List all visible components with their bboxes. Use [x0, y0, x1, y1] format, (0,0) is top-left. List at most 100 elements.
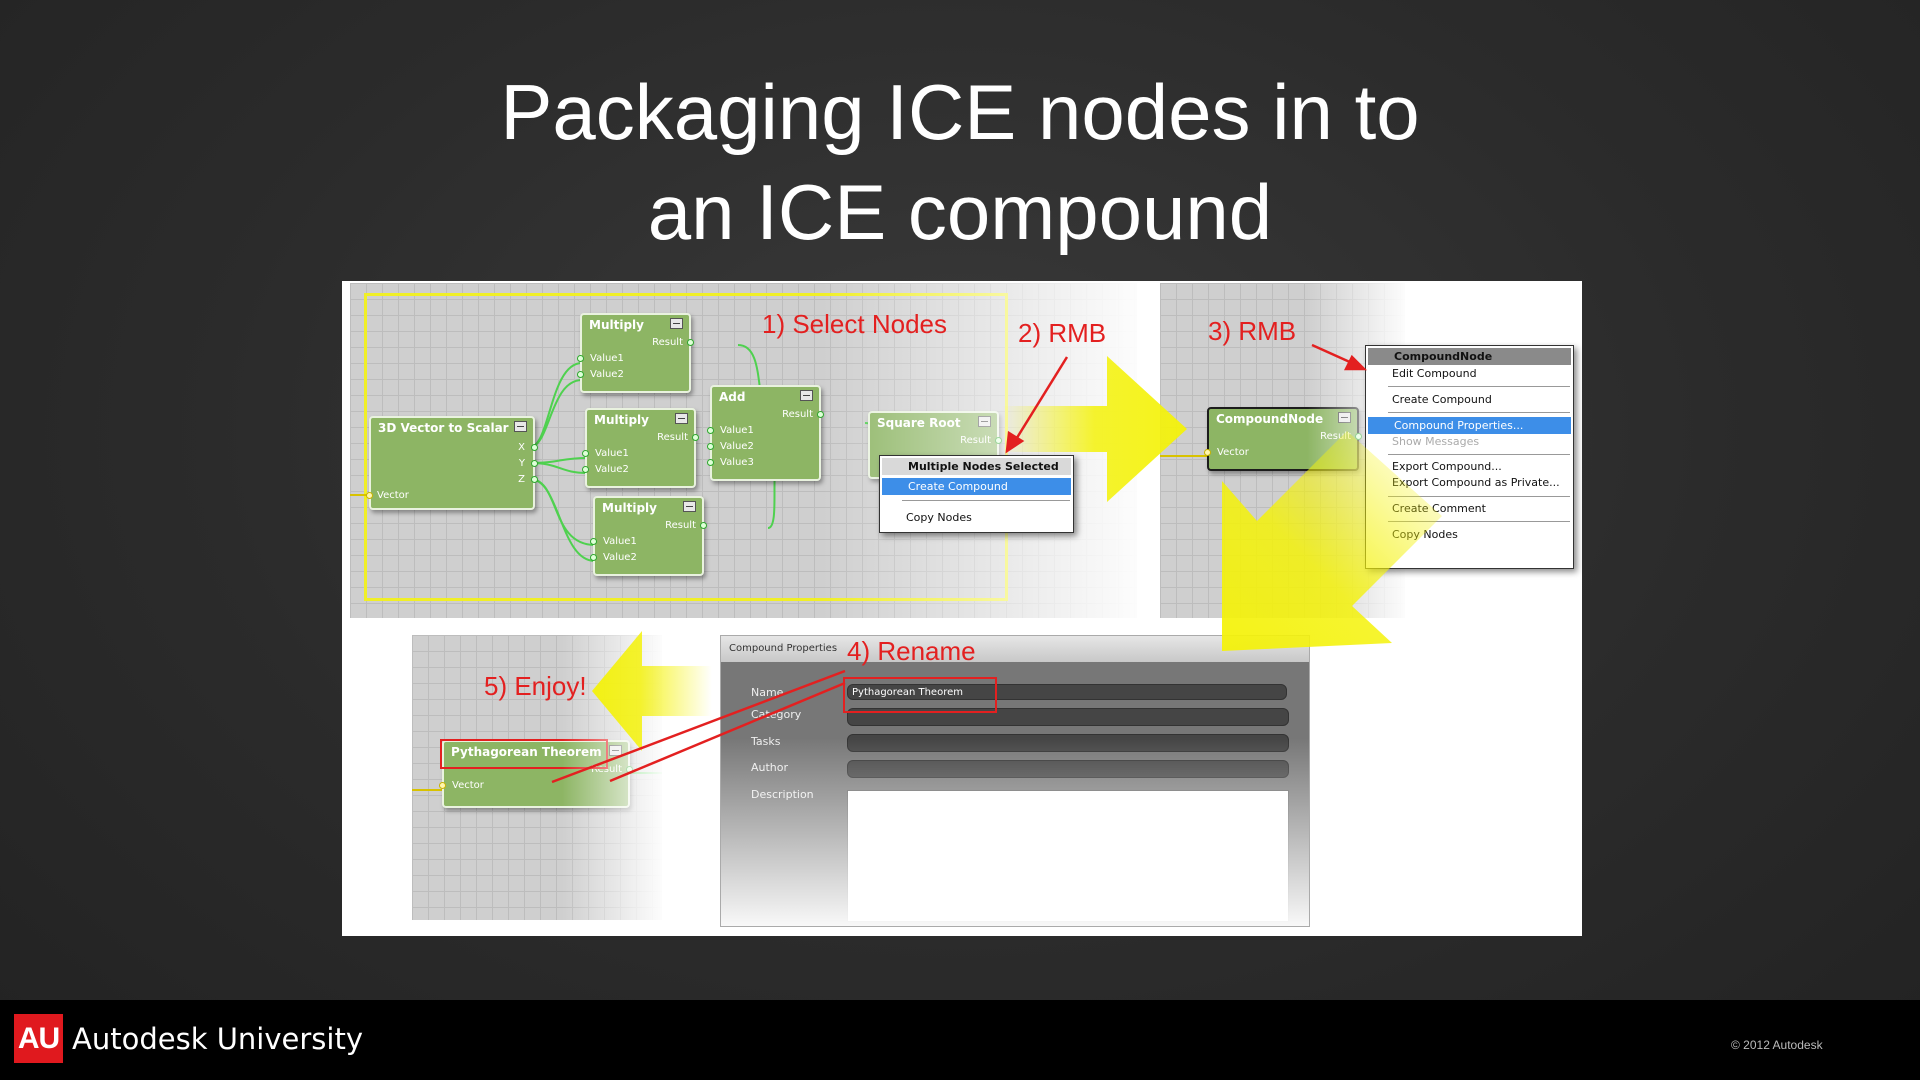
name-field-value: Pythagorean Theorem	[852, 687, 963, 698]
node-title: Multiply	[589, 318, 644, 332]
context-menu-compound: CompoundNode Edit Compound Create Compou…	[1365, 345, 1574, 569]
port-vector-pin[interactable]	[366, 492, 373, 499]
menu-separator	[1388, 521, 1570, 522]
step2-label: 2) RMB	[1018, 318, 1107, 348]
pin-value2[interactable]	[590, 554, 597, 561]
port-result: Result	[657, 432, 688, 443]
label-tasks: Tasks	[751, 735, 781, 748]
node-title: CompoundNode	[1216, 412, 1324, 426]
label-author: Author	[751, 761, 789, 774]
slide-title-line1: Packaging ICE nodes in to	[500, 68, 1420, 156]
node-collapse-icon[interactable]	[514, 421, 527, 432]
screenshot-panel: 3D Vector to Scalar X Y Z Vector Multipl…	[342, 281, 1582, 936]
menu-item-compound-properties[interactable]: Compound Properties...	[1368, 417, 1571, 434]
context-menu-multiple-nodes: Multiple Nodes Selected Create Compound …	[879, 455, 1074, 533]
port-y-pin[interactable]	[531, 460, 538, 467]
pin-result[interactable]	[700, 522, 707, 529]
node-title: Multiply	[602, 501, 657, 515]
step1-label: 1) Select Nodes	[762, 309, 947, 339]
node-title: Multiply	[594, 413, 649, 427]
node-title: Square Root	[877, 416, 961, 430]
port-value2: Value2	[590, 369, 624, 380]
menu-item-copy-nodes[interactable]: Copy Nodes	[906, 511, 972, 524]
pin-result[interactable]	[817, 411, 824, 418]
port-z-pin[interactable]	[531, 476, 538, 483]
port-value1: Value1	[595, 448, 629, 459]
step4-label: 4) Rename	[847, 636, 976, 666]
pin-value1[interactable]	[582, 450, 589, 457]
port-vector: Vector	[377, 490, 409, 501]
pin-value2[interactable]	[707, 443, 714, 450]
menu-separator	[1388, 412, 1570, 413]
port-value1: Value1	[720, 425, 754, 436]
node-collapse-icon[interactable]	[683, 501, 696, 512]
node-multiply-1[interactable]: Multiply Result Value1 Value2	[577, 313, 694, 393]
compound-properties-dialog: Compound Properties Name Category Tasks …	[720, 635, 1310, 927]
menu-item-create-compound[interactable]: Create Compound	[882, 478, 1071, 495]
menu-separator	[1388, 386, 1570, 387]
port-value1: Value1	[590, 353, 624, 364]
menu-item-export-compound[interactable]: Export Compound...	[1392, 460, 1502, 473]
node-3d-vector-to-scalar[interactable]: 3D Vector to Scalar X Y Z Vector	[366, 416, 538, 510]
menu-item-create-comment[interactable]: Create Comment	[1392, 502, 1486, 515]
pin-result[interactable]	[692, 434, 699, 441]
rename-highlight-final	[440, 739, 608, 769]
port-vector: Vector	[1217, 447, 1249, 458]
port-result: Result	[960, 435, 991, 446]
port-value1: Value1	[603, 536, 637, 547]
au-logo: AU	[14, 1014, 63, 1063]
pin-value2[interactable]	[582, 466, 589, 473]
slide-title: Packaging ICE nodes in to an ICE compoun…	[0, 62, 1920, 262]
port-result: Result	[665, 520, 696, 531]
port-x-pin[interactable]	[531, 444, 538, 451]
node-title: Add	[719, 390, 746, 404]
pin-value2[interactable]	[577, 371, 584, 378]
description-field[interactable]	[847, 790, 1289, 922]
menu-item-show-messages[interactable]: Show Messages	[1392, 435, 1480, 448]
menu-item-export-compound-private[interactable]: Export Compound as Private...	[1392, 476, 1560, 489]
node-compound[interactable]: CompoundNode Result Vector	[1204, 407, 1362, 471]
pin-vector[interactable]	[439, 782, 446, 789]
menu-header: CompoundNode	[1368, 348, 1571, 365]
menu-item-create-compound[interactable]: Create Compound	[1392, 393, 1492, 406]
port-result: Result	[782, 409, 813, 420]
port-x: X	[518, 442, 525, 453]
node-collapse-icon[interactable]	[978, 416, 991, 427]
rename-highlight-dialog	[843, 677, 997, 713]
pin-result[interactable]	[626, 766, 633, 773]
node-collapse-icon[interactable]	[670, 318, 683, 329]
node-collapse-icon[interactable]	[609, 745, 622, 756]
port-value2: Value2	[720, 441, 754, 452]
label-category: Category	[751, 708, 802, 721]
pin-value1[interactable]	[577, 355, 584, 362]
pin-result[interactable]	[1355, 433, 1362, 440]
node-collapse-icon[interactable]	[800, 390, 813, 401]
menu-item-edit-compound[interactable]: Edit Compound	[1392, 367, 1477, 380]
node-multiply-2[interactable]: Multiply Result Value1 Value2	[582, 408, 699, 488]
copyright: © 2012 Autodesk	[1731, 1038, 1823, 1052]
node-add[interactable]: Add Result Value1 Value2 Value3	[707, 385, 824, 481]
step3-label: 3) RMB	[1208, 316, 1297, 346]
step5-label: 5) Enjoy!	[484, 671, 587, 701]
pin-value1[interactable]	[707, 427, 714, 434]
dialog-title: Compound Properties	[721, 636, 1309, 662]
port-value2: Value2	[603, 552, 637, 563]
node-multiply-3[interactable]: Multiply Result Value1 Value2	[590, 496, 707, 576]
node-collapse-icon[interactable]	[1338, 412, 1351, 423]
footer-bar	[0, 1000, 1920, 1080]
brand-name: Autodesk University	[72, 1022, 363, 1056]
node-collapse-icon[interactable]	[675, 413, 688, 424]
name-field[interactable]: Pythagorean Theorem	[847, 684, 1287, 700]
pin-value3[interactable]	[707, 459, 714, 466]
pin-result[interactable]	[995, 437, 1002, 444]
pin-vector[interactable]	[1204, 449, 1211, 456]
menu-separator	[1388, 496, 1570, 497]
menu-item-copy-nodes[interactable]: Copy Nodes	[1392, 528, 1458, 541]
pin-result[interactable]	[687, 339, 694, 346]
node-title: 3D Vector to Scalar	[378, 421, 509, 435]
port-z: Z	[518, 474, 525, 485]
menu-header: Multiple Nodes Selected	[882, 458, 1071, 475]
pin-value1[interactable]	[590, 538, 597, 545]
author-field[interactable]	[847, 760, 1289, 778]
tasks-field[interactable]	[847, 734, 1289, 752]
